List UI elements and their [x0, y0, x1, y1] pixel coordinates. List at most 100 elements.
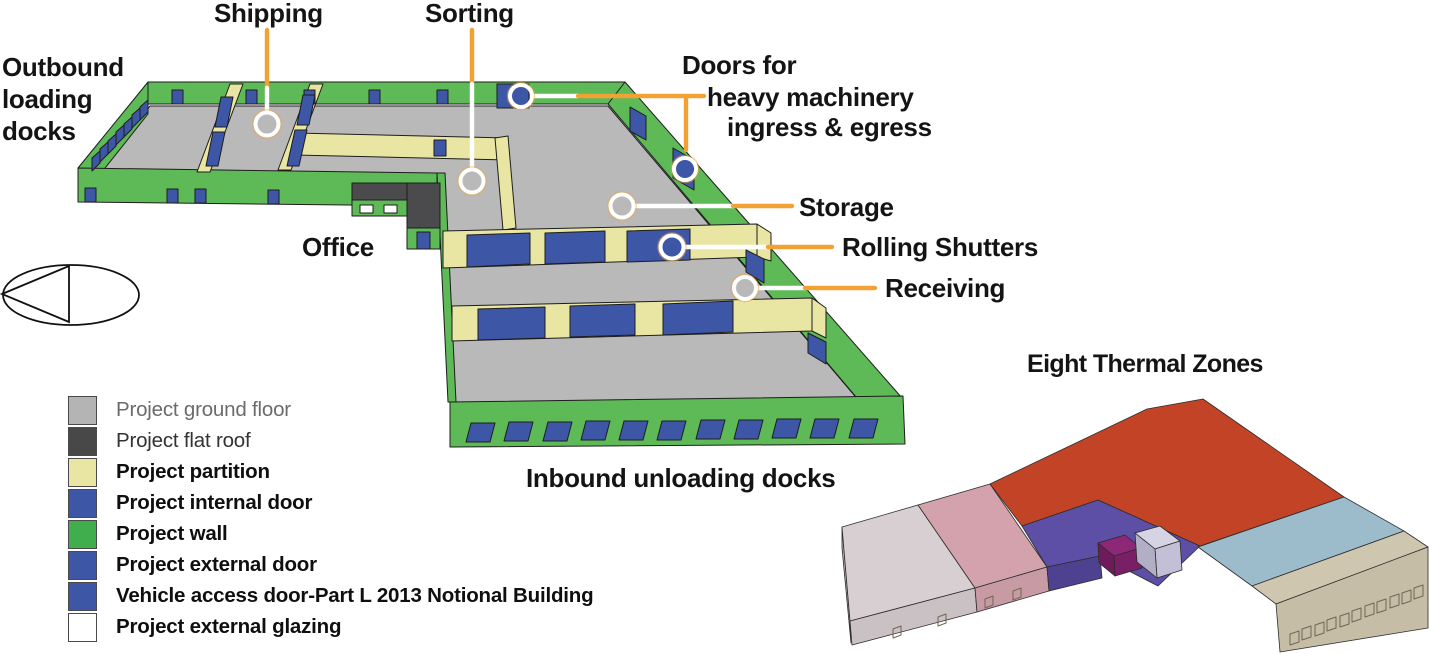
dock-door-outline	[1301, 625, 1312, 641]
legend-row-ground-floor: Project ground floor	[68, 395, 593, 425]
thermal-zones-diagram	[841, 398, 1429, 653]
partition-cap	[811, 297, 827, 339]
rolling-shutter	[662, 300, 734, 336]
internal-door	[433, 139, 447, 157]
rolling-shutter	[477, 306, 546, 341]
dock-door-outline	[1314, 621, 1325, 637]
receiving-marker	[732, 275, 758, 301]
label-sorting: Sorting	[425, 0, 514, 28]
dock-door	[123, 116, 133, 138]
legend-swatch	[68, 457, 97, 487]
office-flat-roof	[351, 182, 408, 201]
dock-door-outline	[1326, 616, 1337, 632]
legend-label: Project external door	[116, 553, 317, 576]
legend-label: Project external glazing	[116, 615, 342, 638]
dock-door	[580, 420, 611, 441]
dock-door	[91, 150, 101, 172]
north-arrow-icon	[0, 264, 140, 326]
door-outline	[892, 625, 902, 639]
legend-swatch	[68, 426, 97, 456]
label-line: loading	[2, 84, 93, 114]
legend-label: Project partition	[116, 460, 270, 483]
legend-swatch	[68, 488, 97, 518]
legend-label: Project ground floor	[116, 398, 291, 421]
legend-row-external-door: Project external door	[68, 550, 593, 580]
door-outline	[937, 613, 947, 627]
machinery-door-marker	[508, 83, 534, 109]
sorting-marker	[458, 167, 486, 195]
label-line: Outbound	[2, 52, 124, 82]
internal-door	[296, 94, 316, 126]
label-inbound-docks: Inbound unloading docks	[526, 463, 836, 493]
dock-door	[733, 419, 764, 440]
dock-door-outline	[1351, 607, 1362, 623]
dock-door	[618, 420, 649, 441]
legend-label: Vehicle access door-Part L 2013 Notional…	[116, 584, 594, 607]
dock-door-outline	[1364, 602, 1375, 618]
legend-swatch	[68, 519, 97, 549]
dock-door-outline	[1413, 584, 1424, 600]
internal-door	[214, 96, 234, 128]
warehouse-diagram	[77, 81, 906, 448]
dock-door	[542, 421, 573, 442]
sorting-east-partition	[494, 135, 517, 231]
rolling-shutter	[466, 232, 531, 268]
external-door	[267, 189, 280, 205]
legend-row-partition: Project partition	[68, 457, 593, 487]
dock-door	[809, 418, 840, 439]
label-shipping: Shipping	[214, 0, 323, 28]
rolling-shutters-marker	[658, 233, 686, 261]
label-storage: Storage	[799, 192, 894, 222]
partition-cap	[756, 223, 772, 262]
office-roof	[351, 182, 441, 229]
dock-door-outline	[1401, 589, 1412, 605]
internal-door	[205, 131, 226, 167]
external-door	[194, 188, 207, 204]
thermal-lavender-side	[1134, 532, 1158, 579]
external-door	[629, 106, 647, 141]
long-partition	[294, 132, 509, 161]
external-door	[166, 188, 179, 204]
office-flat-roof	[406, 182, 441, 229]
dock-door	[656, 420, 687, 441]
legend-row-external-glazing: Project external glazing	[68, 612, 593, 642]
dock-door-outline	[1376, 598, 1387, 614]
door-outline	[984, 595, 994, 609]
legend: Project ground floor Project flat roof P…	[68, 395, 594, 643]
window	[383, 204, 398, 214]
legend-row-wall: Project wall	[68, 519, 593, 549]
internal-door	[436, 89, 449, 105]
dock-door	[848, 418, 879, 439]
label-rolling-shutters: Rolling Shutters	[842, 232, 1038, 262]
legend-swatch	[68, 550, 97, 580]
label-office: Office	[302, 232, 374, 262]
window	[359, 204, 374, 214]
shipping-marker	[253, 110, 281, 138]
internal-door	[286, 129, 308, 167]
door-outline	[1012, 587, 1022, 601]
external-door	[807, 332, 827, 365]
office-glazing	[359, 204, 398, 214]
back-wall	[147, 81, 626, 105]
label-doors-line1: Doors for	[682, 50, 797, 80]
external-door	[745, 249, 765, 284]
dock-door	[695, 419, 726, 440]
external-door	[84, 187, 97, 203]
dock-door	[503, 421, 534, 442]
thermal-front-purple	[1046, 555, 1103, 592]
legend-row-internal-door: Project internal door	[68, 488, 593, 518]
storage-marker	[608, 192, 636, 220]
machinery-door-marker	[672, 156, 698, 182]
internal-door	[245, 89, 258, 105]
dock-door	[465, 422, 496, 443]
dock-door-outline	[1289, 630, 1300, 646]
legend-label: Project flat roof	[116, 429, 251, 452]
office-door	[416, 231, 431, 250]
legend-row-flat-roof: Project flat roof	[68, 426, 593, 456]
legend-row-vehicle-access-door: Vehicle access door-Part L 2013 Notional…	[68, 581, 594, 611]
internal-door	[368, 89, 381, 105]
rolling-shutter	[544, 230, 606, 265]
label-outbound-docks: Outbound loading docks	[2, 51, 124, 147]
